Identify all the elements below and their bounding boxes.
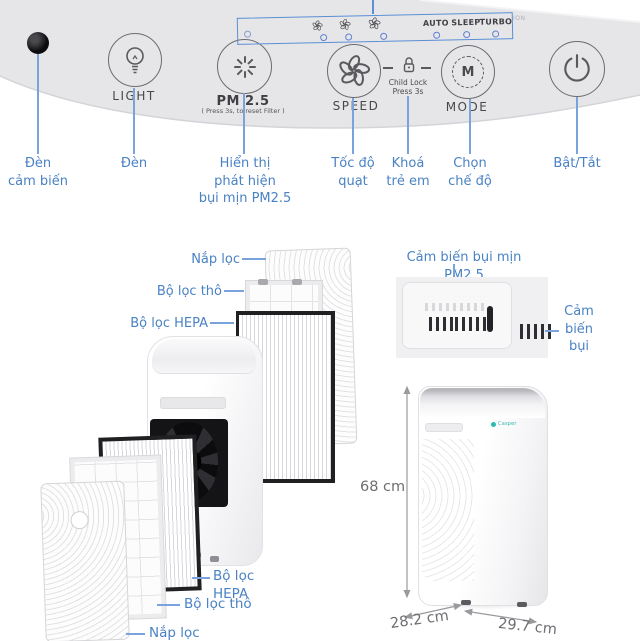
bottom-grille-cover: [40, 480, 130, 641]
label-bottom-hepa: Bộ lọc HEPA: [213, 568, 255, 602]
product-foot: [517, 602, 527, 607]
sensor-inner-panel: [402, 282, 512, 349]
lock-icon: [403, 57, 415, 73]
dust-sensor-line: [545, 330, 559, 332]
callout-pm: Hiển thị phát hiện bụi mịn PM2.5: [198, 156, 292, 206]
product-top-band: [420, 388, 545, 418]
dust-sensor-label: Cảm biến bụi: [564, 304, 594, 354]
fan-speed-2-icon: [338, 18, 352, 31]
purifier-product-photo: Casper: [418, 386, 548, 607]
childlock-control[interactable]: [402, 56, 416, 78]
fan2-led: [345, 33, 353, 41]
vent-slots-group2: [455, 317, 486, 331]
speed-button[interactable]: [327, 44, 381, 98]
label-line: [126, 633, 145, 635]
box-callout-line: [372, 0, 374, 14]
mode-callout-line: [469, 99, 471, 154]
product-foot: [461, 600, 471, 605]
label-line: [242, 258, 266, 260]
fan-icon: [337, 54, 371, 88]
purifier-lid: [152, 339, 256, 374]
fan-speed-3-icon: [367, 16, 382, 31]
prefilter-clip: [258, 279, 268, 285]
fan1-led: [320, 34, 328, 42]
vent-slots-group1: [429, 317, 453, 331]
label-top-hepa: Bộ lọc HEPA: [130, 316, 208, 331]
light-button[interactable]: [108, 33, 162, 87]
pm25-button[interactable]: [217, 39, 272, 94]
mode-indicator-box: AUTO SLEEP TURBO: [236, 12, 514, 45]
dim-depth: 28.2 cm: [389, 607, 450, 633]
label-line: [192, 577, 210, 579]
purifier-foot: [210, 556, 219, 562]
sensor-callout-line: [37, 54, 39, 154]
callout-speed: Tốc độ quạt: [331, 156, 375, 189]
speed-caption: SPEED: [332, 99, 380, 113]
light-sensor-dot: [27, 32, 49, 54]
prefilter-clip: [292, 279, 302, 285]
sensor-slot-bar: [487, 306, 493, 332]
mode-caption: MODE: [445, 100, 489, 114]
dim-width: 29.7 cm: [497, 615, 558, 639]
dust-sensor-slots: [520, 324, 551, 339]
auto-led: [433, 31, 441, 39]
turbo-led: [492, 30, 500, 38]
ion-faint-label: ION: [513, 15, 526, 22]
fan3-led: [380, 32, 388, 40]
dim-height: 68 cm: [360, 479, 406, 495]
bulb-icon: [126, 47, 144, 74]
fan-speed-1-icon: [311, 20, 324, 32]
vent-slots-faint: [425, 303, 485, 311]
childlock-caption: Child Lock Press 3s: [388, 78, 428, 96]
label-line: [224, 290, 244, 292]
power-callout-line: [576, 97, 578, 154]
product-grille-face: [422, 439, 474, 581]
callout-power: Bật/Tắt: [553, 156, 601, 171]
label-top-cover: Nắp lọc: [191, 252, 240, 267]
label-line: [210, 322, 234, 324]
callout-sensor: Đèn cảm biến: [7, 156, 68, 189]
mode-m-icon: M: [452, 56, 484, 88]
brand-dot-icon: [491, 421, 496, 427]
purifier-handle: [160, 397, 226, 409]
callout-light: Đèn: [120, 156, 148, 171]
label-bottom-cover: Nắp lọc: [149, 625, 200, 641]
product-handle: [425, 423, 463, 432]
pm25-caption: PM 2.5: [216, 94, 270, 109]
label-line: [157, 604, 180, 606]
callout-childlock: Khoá trẻ em: [386, 156, 430, 189]
mode-button[interactable]: M: [441, 45, 495, 99]
power-button[interactable]: [549, 41, 605, 97]
grille-hole: [70, 510, 89, 530]
turbo-label: TURBO: [479, 17, 513, 27]
sleep-led: [463, 31, 471, 39]
childlock-dash-right: [421, 67, 431, 69]
speed-callout-line: [352, 98, 354, 154]
label-top-prefilter: Bộ lọc thô: [156, 284, 222, 299]
pm25-sunburst-icon: [233, 55, 256, 78]
light-callout-line: [133, 88, 135, 154]
filter-indicator-icon: [244, 30, 252, 38]
power-icon: [564, 54, 590, 82]
brand-name: Casper: [498, 421, 517, 427]
childlock-callout-line: [407, 96, 409, 154]
brand-logo: Casper: [491, 421, 517, 427]
pm-callout-line: [243, 93, 245, 154]
childlock-dash-left: [383, 67, 393, 69]
mode-letter: M: [461, 64, 475, 80]
callout-mode: Chọn chế độ: [448, 156, 492, 189]
label-bottom-prefilter: Bộ lọc thô: [184, 596, 252, 612]
